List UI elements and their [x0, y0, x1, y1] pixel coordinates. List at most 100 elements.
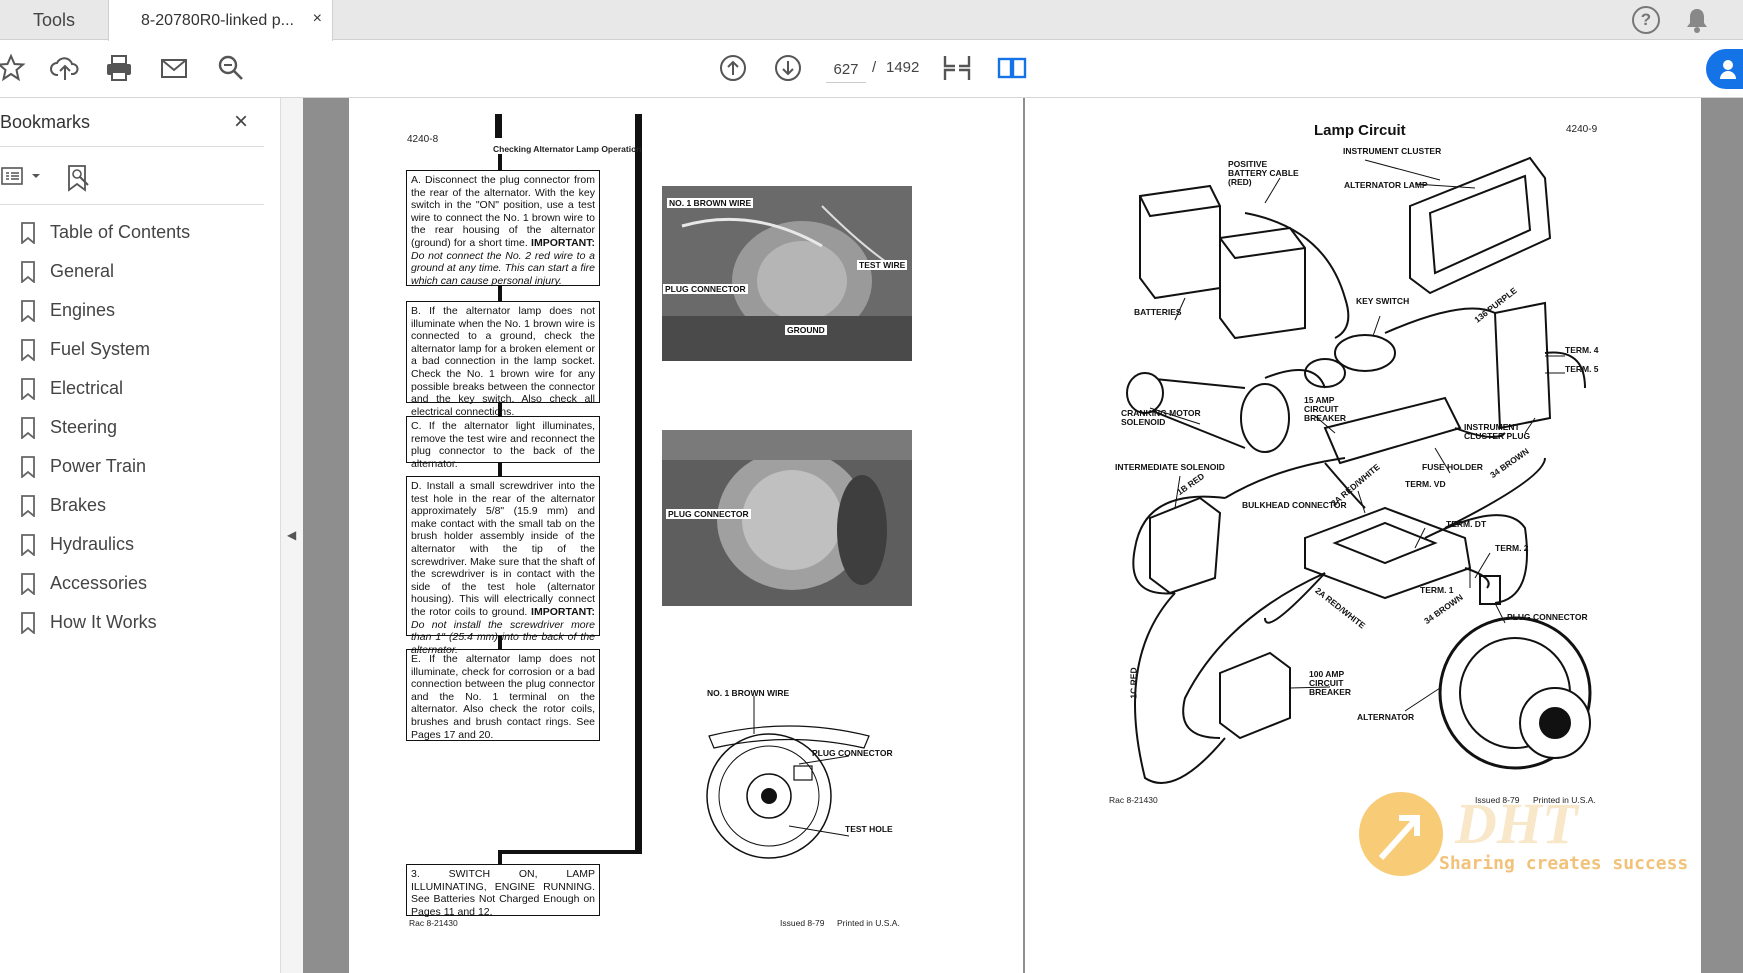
- bookmark-item[interactable]: Electrical: [0, 369, 264, 408]
- bookmark-item[interactable]: General: [0, 252, 264, 291]
- bookmark-label: Brakes: [50, 495, 107, 515]
- bookmark-icon: [21, 533, 35, 556]
- panel-splitter[interactable]: [281, 98, 303, 973]
- bookmark-item[interactable]: Accessories: [0, 564, 264, 603]
- alternator-line-drawing: [706, 696, 870, 859]
- footer-code: Rac 8-21430: [1109, 795, 1158, 805]
- tab-document-label: 8-20780R0-linked p...: [141, 11, 294, 29]
- photo-label: PLUG CONNECTOR: [663, 284, 748, 294]
- bookmark-icon: [21, 221, 35, 244]
- footer-printed: Printed in U.S.A.: [837, 918, 900, 928]
- step-a-box: A. Disconnect the plug connector from th…: [406, 170, 600, 287]
- bookmark-icon: [21, 260, 35, 283]
- diagram-label: CRANKING MOTOR SOLENOID: [1121, 408, 1201, 427]
- help-icon[interactable]: ?: [1632, 6, 1660, 34]
- diagram-label: INSTRUMENT CLUSTER: [1343, 146, 1442, 156]
- next-page-icon[interactable]: [771, 51, 805, 85]
- previous-page-icon[interactable]: [716, 51, 750, 85]
- lamp-circuit-diagram: [1126, 156, 1592, 784]
- section-heading: Checking Alternator Lamp Operation: [493, 144, 642, 154]
- step-text: A. Disconnect the plug connector from th…: [411, 174, 595, 249]
- bookmark-item[interactable]: Power Train: [0, 447, 264, 486]
- bookmarks-panel: Bookmarks × Table of Contents General En…: [0, 98, 281, 973]
- diagram-label: INSTRUMENT CLUSTER PLUG: [1464, 422, 1531, 441]
- diagram-label: TERM. 1: [1420, 585, 1454, 595]
- toolbar: 627 / 1492: [0, 41, 1743, 98]
- diagram-label: BULKHEAD CONNECTOR: [1242, 500, 1347, 510]
- pdf-page-right: Lamp Circuit 4240-9: [1025, 98, 1701, 973]
- watermark-brand: DHT: [1455, 791, 1578, 856]
- diagram-label: TERM. VD: [1405, 479, 1446, 489]
- diagram-label: POSITIVE BATTERY CABLE (RED): [1228, 159, 1299, 187]
- bookmark-options-icon[interactable]: [0, 164, 44, 193]
- diagram-label: TERM. 2: [1495, 543, 1529, 553]
- bookmark-icon: [21, 611, 35, 634]
- tab-tools[interactable]: Tools: [32, 9, 76, 30]
- footer-code: Rac 8-21430: [409, 918, 458, 928]
- page-total: 1492: [886, 59, 920, 76]
- photo-label: TEST WIRE: [857, 260, 908, 270]
- footer-issued: Issued 8-79: [1475, 795, 1520, 805]
- bookmark-icon: [21, 572, 35, 595]
- share-button[interactable]: [1706, 49, 1743, 89]
- email-icon[interactable]: [157, 51, 191, 85]
- diagram-label: FUSE HOLDER: [1422, 462, 1483, 472]
- collapse-panel-icon[interactable]: ◀: [287, 528, 297, 542]
- page-number-input[interactable]: 627: [826, 57, 866, 83]
- pdf-page-left: 4240-8 Checking Alternator Lamp Operatio…: [349, 98, 1023, 973]
- divider: [0, 204, 264, 205]
- fit-page-icon[interactable]: [940, 51, 974, 85]
- diagram-label: TEST HOLE: [845, 824, 893, 834]
- divider: [0, 146, 264, 147]
- bookmark-item[interactable]: How It Works: [0, 603, 264, 642]
- diagram-label: TERM. 4: [1565, 345, 1599, 355]
- bookmark-item[interactable]: Brakes: [0, 486, 264, 525]
- diagram-label: TERM. DT: [1446, 519, 1487, 529]
- zoom-search-icon[interactable]: [214, 51, 248, 85]
- bookmarks-title: Bookmarks: [0, 112, 91, 132]
- bookmark-item[interactable]: Engines: [0, 291, 264, 330]
- two-page-view-icon[interactable]: [995, 51, 1029, 85]
- bookmark-list: Table of Contents General Engines Fuel S…: [0, 213, 264, 642]
- flowchart-lines: [495, 114, 642, 864]
- bookmark-item[interactable]: Steering: [0, 408, 264, 447]
- bookmark-label: Accessories: [50, 573, 148, 593]
- page-number: 4240-8: [407, 134, 439, 145]
- add-bookmark-icon[interactable]: [66, 164, 92, 197]
- bookmark-label: Table of Contents: [50, 222, 191, 242]
- print-icon[interactable]: [102, 51, 136, 85]
- step-c-box: C. If the alternator light illuminates, …: [406, 416, 600, 470]
- tab-document[interactable]: 8-20780R0-linked p... ×: [108, 0, 333, 41]
- bell-icon[interactable]: [1684, 6, 1710, 34]
- step-text: E. If the alternator lamp does not illum…: [411, 653, 595, 741]
- diagram-title: Lamp Circuit: [1314, 122, 1406, 139]
- alternator-photo-1: NO. 1 BROWN WIRE TEST WIRE PLUG CONNECTO…: [662, 186, 912, 361]
- diagram-label: 15 AMP CIRCUIT BREAKER: [1304, 395, 1347, 423]
- bookmark-icon: [21, 299, 35, 322]
- close-tab-icon[interactable]: ×: [312, 10, 322, 27]
- bookmark-item[interactable]: Fuel System: [0, 330, 264, 369]
- alternator-photo-2: PLUG CONNECTOR: [662, 430, 912, 606]
- bookmark-item[interactable]: Hydraulics: [0, 525, 264, 564]
- bookmark-label: Hydraulics: [50, 534, 135, 554]
- diagram-label: 100 AMP CIRCUIT BREAKER: [1309, 669, 1352, 697]
- diagram-label: NO. 1 BROWN WIRE: [707, 688, 790, 698]
- bookmark-item[interactable]: Table of Contents: [0, 213, 264, 252]
- star-icon[interactable]: [0, 51, 28, 85]
- bookmark-icon: [21, 416, 35, 439]
- footer-issued: Issued 8-79: [780, 918, 825, 928]
- close-panel-icon[interactable]: ×: [234, 108, 249, 135]
- photo-label: GROUND: [785, 325, 827, 335]
- photo-label: NO. 1 BROWN WIRE: [667, 198, 754, 208]
- diagram-label: PLUG CONNECTOR: [1507, 612, 1588, 622]
- page-separator: /: [872, 59, 877, 76]
- step-text: 3. SWITCH ON, LAMP ILLUMINATING, ENGINE …: [411, 868, 595, 918]
- upload-cloud-icon[interactable]: [48, 51, 82, 85]
- important-note: Do not connect the No. 2 red wire to a g…: [411, 249, 595, 287]
- diagram-label: KEY SWITCH: [1356, 296, 1410, 306]
- step-d-box: D. Install a small screwdriver into the …: [406, 476, 600, 656]
- step-b-box: B. If the alternator lamp does not illum…: [406, 301, 600, 418]
- diagram-label: TERM. 5: [1565, 364, 1599, 374]
- photo-label: PLUG CONNECTOR: [666, 509, 751, 519]
- document-viewer[interactable]: 4240-8 Checking Alternator Lamp Operatio…: [303, 98, 1743, 973]
